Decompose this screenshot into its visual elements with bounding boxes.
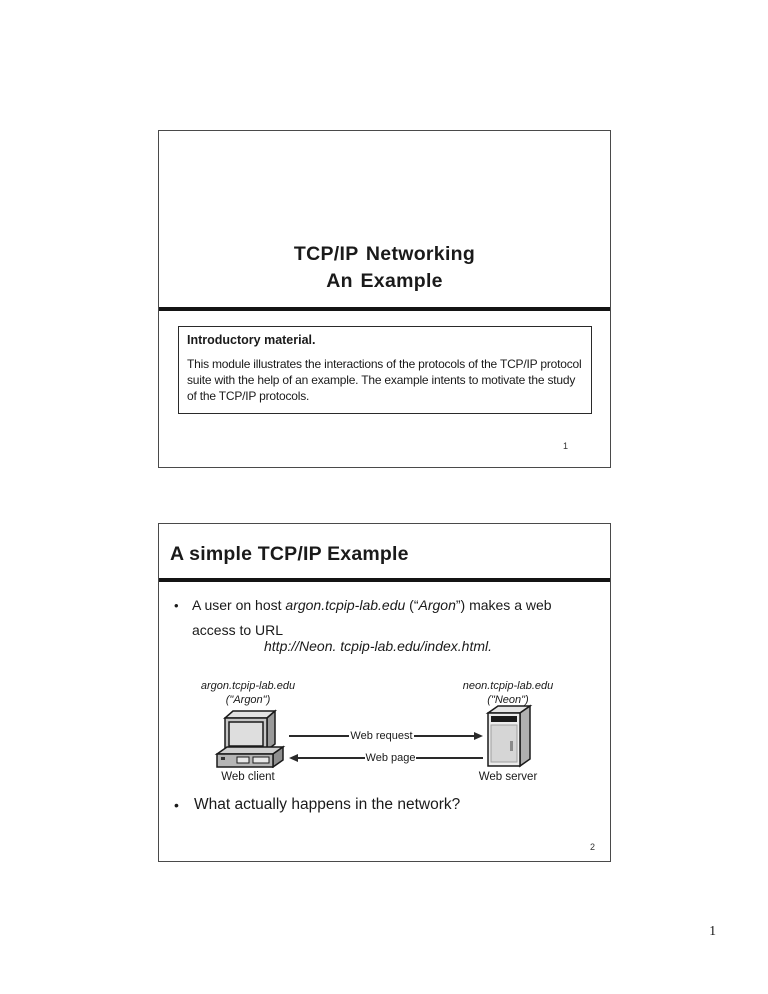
- arrow-line: [413, 735, 475, 737]
- arrow-line: [289, 735, 350, 737]
- arrowhead-right-icon: [474, 732, 484, 740]
- bullet-what-happens: • What actually happens in the network?: [174, 795, 594, 815]
- title-divider-rule: [159, 307, 610, 311]
- arrow-line: [416, 757, 484, 759]
- slide2-title: A simple TCP/IP Example: [170, 543, 409, 565]
- web-client-caption: Web client: [221, 771, 275, 783]
- example-url: http://Neon. tcpip-lab.edu/index.html.: [264, 638, 493, 654]
- introductory-material-box: Introductory material. This module illus…: [178, 326, 592, 414]
- bullet-line2: access to URL: [192, 622, 284, 638]
- bullet-marker: •: [174, 797, 179, 813]
- bullet-line1: A user on host argon.tcpip-lab.edu (“Arg…: [192, 597, 552, 613]
- web-server-caption: Web server: [478, 771, 538, 783]
- bullet-web-access: • A user on host argon.tcpip-lab.edu (“A…: [174, 593, 594, 643]
- bullet-marker: •: [174, 598, 179, 613]
- desktop-computer-icon: [211, 708, 287, 773]
- arrowhead-left-icon: [289, 754, 298, 762]
- client-host-label: argon.tcpip-lab.edu ("Argon"): [200, 680, 296, 706]
- slide1-title-line1: TCP/IP Networking: [293, 243, 476, 265]
- web-page-arrow: Web page: [289, 751, 484, 765]
- slide2-page-number: 2: [589, 842, 595, 852]
- slide1-page-number: 1: [562, 441, 568, 451]
- server-tower-icon: [482, 703, 536, 774]
- document-page-number: 1: [709, 923, 716, 938]
- intro-box-heading: Introductory material.: [187, 333, 316, 347]
- web-page-label: Web page: [365, 752, 416, 764]
- title-divider-rule: [159, 578, 610, 582]
- bullet-what-happens-text: What actually happens in the network?: [194, 796, 461, 813]
- intro-box-body: This module illustrates the interactions…: [187, 357, 582, 403]
- slide1-title: TCP/IP Networking An Example: [159, 241, 610, 295]
- web-request-label: Web request: [350, 730, 413, 742]
- bullet-web-access-text: A user on host argon.tcpip-lab.edu (“Arg…: [192, 593, 552, 643]
- slide-title-page: TCP/IP Networking An Example Introductor…: [158, 130, 611, 468]
- web-request-arrow: Web request: [289, 729, 484, 743]
- slide1-title-line2: An Example: [326, 270, 443, 292]
- arrow-line: [298, 757, 365, 759]
- slide-simple-tcpip-example: A simple TCP/IP Example • A user on host…: [158, 523, 611, 862]
- server-host-label: neon.tcpip-lab.edu ("Neon"): [462, 680, 554, 706]
